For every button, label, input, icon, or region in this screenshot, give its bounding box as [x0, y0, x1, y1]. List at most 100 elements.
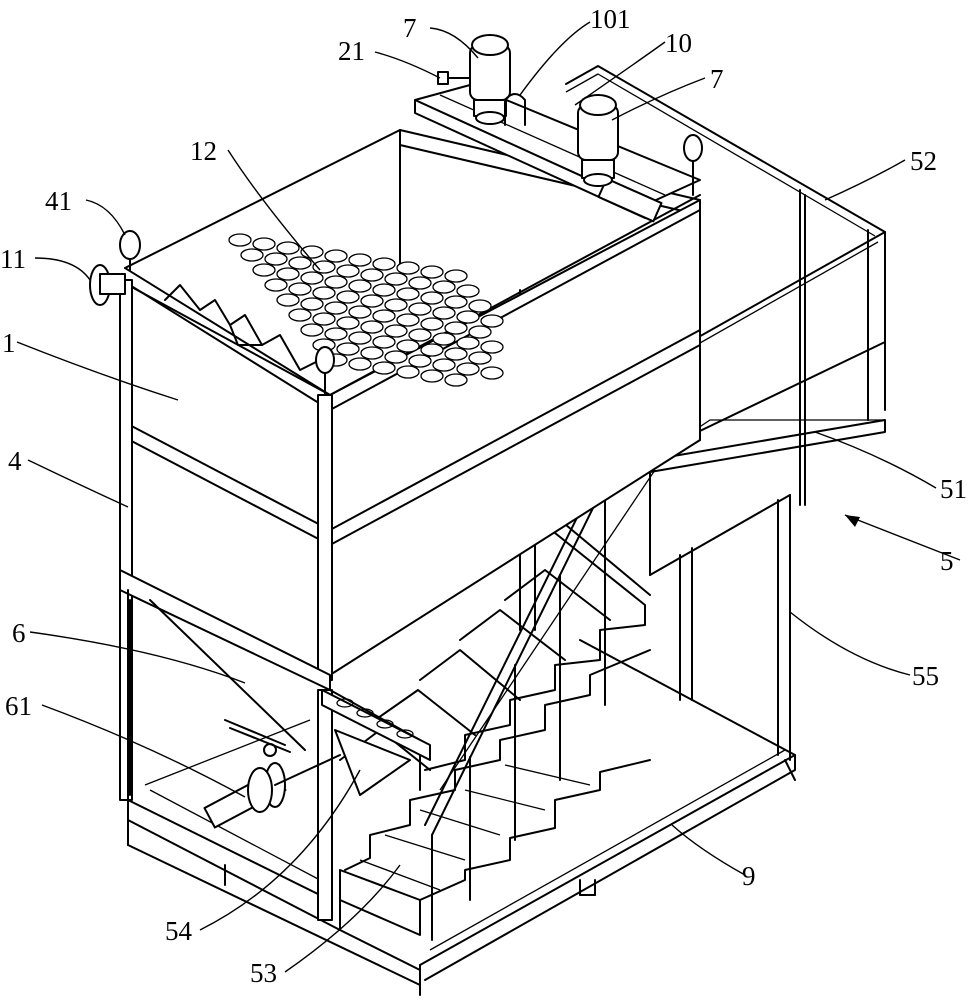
media-tube — [420, 369, 444, 383]
media-tube — [444, 321, 468, 335]
label-11: 11 — [0, 244, 26, 274]
media-tube — [360, 346, 384, 360]
media-tube — [324, 275, 348, 289]
media-tube — [456, 284, 480, 298]
media-tube — [396, 365, 420, 379]
media-tube — [384, 324, 408, 338]
media-tube — [480, 366, 504, 380]
media-tube — [480, 314, 504, 328]
label-51: 51 — [940, 474, 967, 504]
part-labels: 7 101 21 10 7 12 52 41 11 1 4 51 5 6 55 … — [0, 4, 967, 988]
media-tube — [396, 287, 420, 301]
media-tube — [324, 327, 348, 341]
media-tube — [288, 256, 312, 270]
media-tube — [420, 291, 444, 305]
media-tube — [276, 241, 300, 255]
tank-body — [119, 129, 701, 996]
media-tube — [444, 295, 468, 309]
label-5: 5 — [940, 546, 954, 576]
media-tube — [300, 323, 324, 337]
leader-lines — [16, 21, 961, 973]
media-tube — [360, 294, 384, 308]
label-4: 4 — [8, 446, 22, 476]
label-54: 54 — [165, 916, 193, 946]
media-tube — [312, 260, 336, 274]
media-tube — [408, 302, 432, 316]
media-tube — [288, 282, 312, 296]
media-tube — [372, 257, 396, 271]
media-tube — [348, 305, 372, 319]
media-tube — [384, 350, 408, 364]
media-tube — [348, 357, 372, 371]
media-tube — [432, 280, 456, 294]
media-tube — [456, 336, 480, 350]
media-tube — [420, 343, 444, 357]
media-tube — [336, 290, 360, 304]
media-tube — [300, 271, 324, 285]
label-21: 21 — [338, 36, 365, 66]
media-tube — [444, 269, 468, 283]
media-tube — [372, 361, 396, 375]
media-tube — [276, 293, 300, 307]
media-tube — [408, 276, 432, 290]
media-tube — [384, 298, 408, 312]
media-tube — [396, 261, 420, 275]
media-tube — [408, 328, 432, 342]
media-tube — [432, 358, 456, 372]
media-tube — [312, 286, 336, 300]
label-9: 9 — [742, 861, 756, 891]
media-tube — [372, 309, 396, 323]
media-tube — [336, 316, 360, 330]
media-tube — [264, 278, 288, 292]
media-tube — [348, 331, 372, 345]
media-tube — [252, 237, 276, 251]
media-tube — [312, 312, 336, 326]
media-tube — [432, 306, 456, 320]
media-tube — [264, 252, 288, 266]
label-55: 55 — [912, 661, 939, 691]
media-tube — [408, 354, 432, 368]
label-53: 53 — [250, 958, 277, 988]
media-tube — [468, 325, 492, 339]
media-tube — [360, 268, 384, 282]
media-tube — [444, 347, 468, 361]
media-tube — [480, 340, 504, 354]
label-101: 101 — [590, 4, 631, 34]
media-tube — [420, 317, 444, 331]
media-tube — [456, 310, 480, 324]
media-tube — [456, 362, 480, 376]
media-tube — [324, 301, 348, 315]
media-tube — [252, 263, 276, 277]
inclined-plates — [164, 284, 321, 371]
label-61: 61 — [5, 691, 32, 721]
label-6: 6 — [12, 618, 26, 648]
label-10: 10 — [665, 28, 692, 58]
media-tube — [444, 373, 468, 387]
media-tube — [372, 283, 396, 297]
media-tube — [432, 332, 456, 346]
media-tube — [384, 272, 408, 286]
media-tube — [336, 264, 360, 278]
media-tube — [276, 267, 300, 281]
media-tube — [468, 299, 492, 313]
media-packing — [228, 233, 504, 387]
label-52: 52 — [910, 146, 937, 176]
media-tube — [228, 233, 252, 247]
media-tube — [372, 335, 396, 349]
media-tube — [396, 339, 420, 353]
media-tube — [360, 320, 384, 334]
media-tube — [300, 297, 324, 311]
label-41: 41 — [45, 186, 72, 216]
media-tube — [420, 265, 444, 279]
media-tube — [348, 279, 372, 293]
label-7a: 7 — [403, 13, 417, 43]
media-tube — [336, 342, 360, 356]
label-12: 12 — [190, 136, 217, 166]
top-bridge — [89, 34, 703, 396]
media-tube — [240, 248, 264, 262]
media-tube — [324, 249, 348, 263]
media-tube — [396, 313, 420, 327]
media-tube — [348, 253, 372, 267]
